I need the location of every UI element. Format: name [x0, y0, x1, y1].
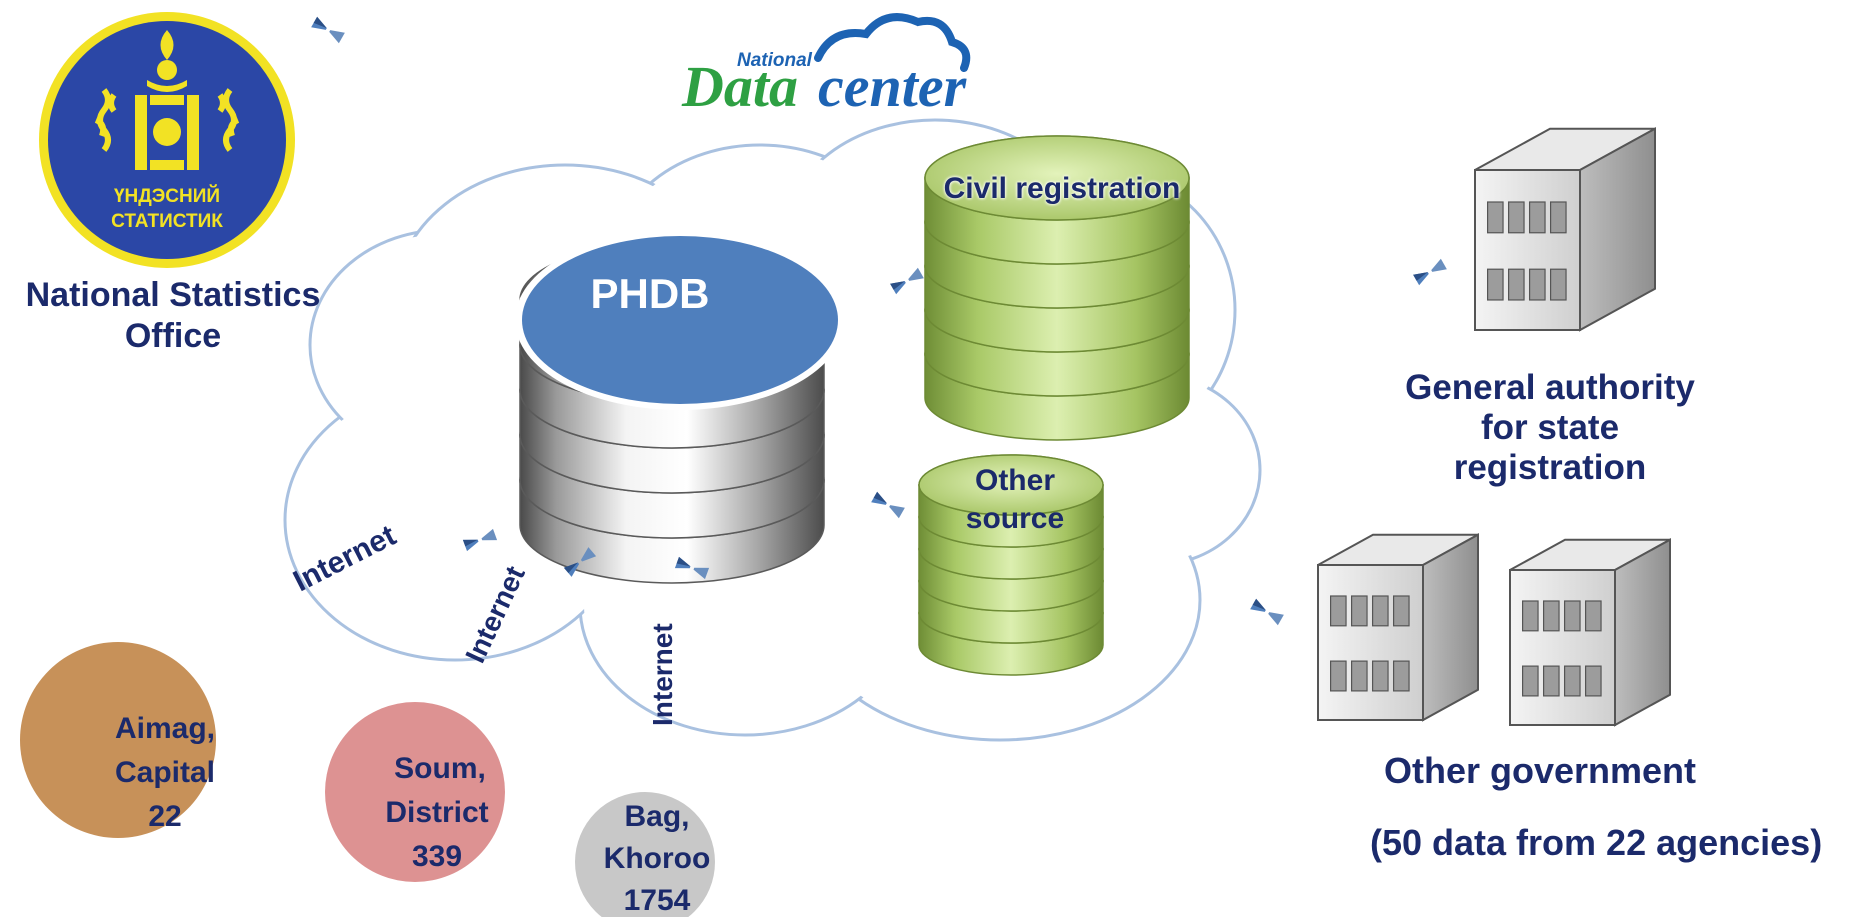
logo-center-text: center — [818, 54, 967, 119]
phdb-label: PHDB — [590, 270, 710, 317]
aimag-label-2: Capital — [114, 756, 216, 789]
authority-label-3: registration — [1453, 448, 1647, 487]
nso-seal-logo — [39, 12, 295, 268]
connector-icon — [462, 528, 498, 552]
seal-line-1: ҮНДЭСНИЙ — [113, 186, 221, 207]
window — [1350, 660, 1368, 692]
aimag-circle — [20, 642, 216, 838]
soyombo-emblem — [94, 30, 240, 170]
window — [1549, 268, 1567, 301]
connector-icon — [311, 16, 345, 44]
authority-label-2: for state — [1480, 408, 1620, 447]
window — [1584, 665, 1602, 697]
cloud-logo-icon — [814, 13, 971, 72]
window — [1392, 595, 1410, 627]
connector-icon — [871, 491, 905, 519]
window — [1392, 660, 1410, 692]
other-source-label-1: Other — [974, 464, 1055, 497]
window — [1329, 660, 1347, 692]
window — [1371, 595, 1389, 627]
nso-name-line-2: Office — [124, 317, 222, 355]
government-detail-label: (50 data from 22 agencies) — [1370, 822, 1823, 863]
logo-small-text: National — [737, 50, 813, 71]
other-source-database-icon — [918, 454, 1104, 676]
window — [1563, 665, 1581, 697]
civil-registration-database-icon — [924, 135, 1190, 441]
window — [1521, 600, 1539, 632]
bag-label-2: Khoroo — [603, 842, 711, 875]
building-icon-government-2 — [1509, 538, 1671, 727]
connector-icon — [1250, 598, 1284, 626]
connector-icon — [1413, 258, 1447, 286]
civil-registration-label: Civil registration — [943, 172, 1181, 205]
other-source-label-2: source — [965, 502, 1065, 535]
phdb-database-icon — [515, 230, 845, 584]
authority-label-1: General authority — [1405, 368, 1695, 407]
bag-circle — [575, 792, 715, 917]
aimag-label-1: Aimag, — [114, 712, 216, 745]
window — [1507, 268, 1525, 301]
window — [1507, 201, 1525, 234]
seal-line-2: СТАТИСТИК — [111, 211, 223, 232]
aimag-label-3: 22 — [148, 800, 182, 833]
other-government-label: Other government — [1383, 750, 1697, 791]
window — [1542, 665, 1560, 697]
window — [1584, 600, 1602, 632]
window — [1521, 665, 1539, 697]
connector-icon — [674, 556, 710, 580]
bag-label-1: Bag, — [624, 800, 690, 833]
national-datacenter-logo: National Data center — [681, 13, 971, 119]
window — [1371, 660, 1389, 692]
soum-label-1: Soum, — [394, 752, 486, 785]
window — [1542, 600, 1560, 632]
internet-label-3: Internet — [647, 623, 678, 726]
soum-label-2: District — [385, 796, 489, 829]
window — [1486, 268, 1504, 301]
window — [1549, 201, 1567, 234]
window — [1528, 201, 1546, 234]
building-icon-authority — [1474, 127, 1656, 332]
window — [1528, 268, 1546, 301]
soum-circle — [325, 702, 505, 882]
logo-data-text: Data — [681, 54, 798, 119]
connector-icons — [311, 16, 1447, 626]
window — [1563, 600, 1581, 632]
building-icon-government-1 — [1317, 533, 1479, 722]
nso-name-line-1: National Statistics — [25, 276, 321, 314]
window — [1486, 201, 1504, 234]
soum-label-3: 339 — [411, 840, 463, 873]
window — [1329, 595, 1347, 627]
connector-icon — [563, 547, 597, 577]
connector-icon — [890, 267, 924, 295]
window — [1350, 595, 1368, 627]
bag-label-3: 1754 — [623, 884, 691, 917]
